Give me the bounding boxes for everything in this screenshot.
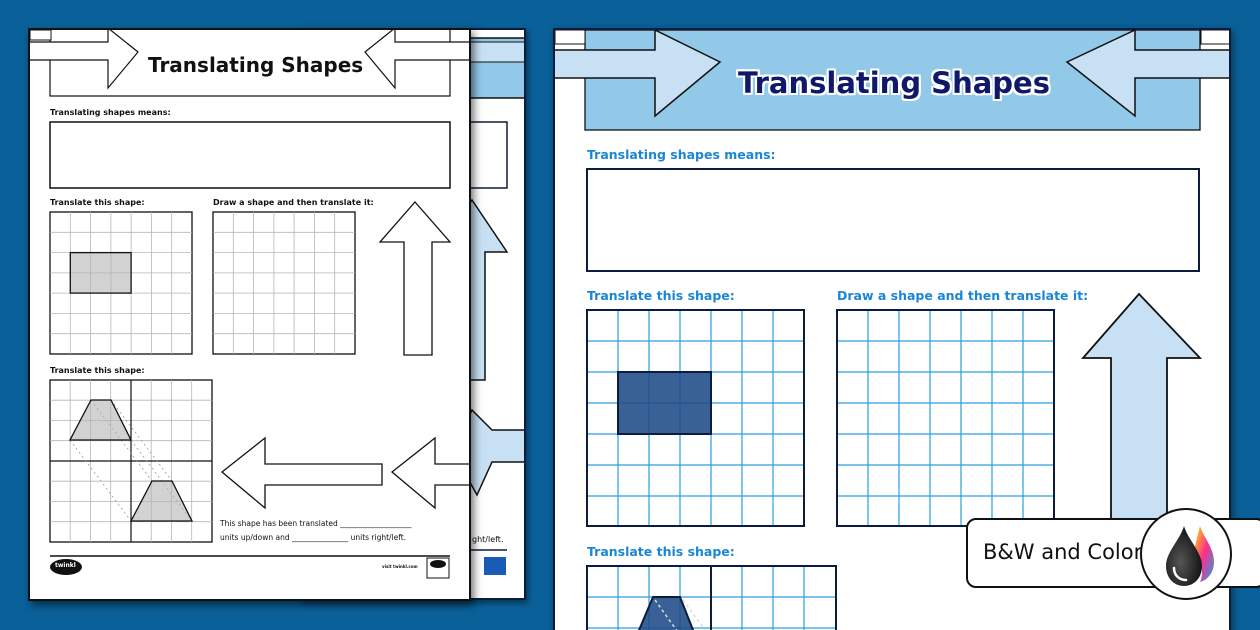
bw-up-arrow-icon: [378, 201, 452, 356]
color-section1-label: Translate this shape:: [587, 288, 735, 303]
bw-worksheet-page: Translating Shapes Translating shapes me…: [28, 28, 471, 601]
ink-drops-icon: [1140, 508, 1232, 600]
bw-footer-url: visit twinkl.com: [382, 564, 418, 569]
bw-page-title: Translating Shapes: [148, 53, 364, 77]
bw-left-arrow-icon: [220, 436, 383, 510]
color-grid-2: [836, 309, 1055, 527]
bw-page-artwork: [30, 30, 469, 579]
color-worksheet-page: Translating Shapes Translating shapes me…: [553, 28, 1231, 630]
color-section2-label: Draw a shape and then translate it:: [837, 288, 1089, 303]
bw-section2-label: Draw a shape and then translate it:: [213, 198, 374, 207]
bw-section1-label: Translate this shape:: [50, 198, 145, 207]
color-definition-label: Translating shapes means:: [587, 147, 776, 162]
bw-footer-logo: twinkl: [55, 562, 76, 569]
color-section3-label: Translate this shape:: [587, 544, 735, 559]
bw-grid-1: [49, 211, 193, 355]
bw-grid-3: [49, 379, 213, 543]
color-page-artwork: [555, 30, 1229, 630]
color-grid-1: [586, 309, 805, 527]
color-up-arrow-icon: [1081, 292, 1203, 531]
bw-sentence-line1: This shape has been translated _________…: [220, 519, 412, 528]
back-page-sentence-fragment: ght/left.: [472, 535, 504, 544]
bw-grid-2: [212, 211, 356, 355]
color-grid-3: [586, 565, 837, 630]
badge-label: B&W and Color: [983, 540, 1143, 564]
color-page-title: Translating Shapes: [738, 66, 1050, 100]
bw-section3-label: Translate this shape:: [50, 366, 145, 375]
bw-sentence-line2: units up/down and _______________ units …: [220, 533, 407, 542]
bw-definition-label: Translating shapes means:: [50, 108, 171, 117]
twinkl-logo-icon: [50, 559, 82, 575]
